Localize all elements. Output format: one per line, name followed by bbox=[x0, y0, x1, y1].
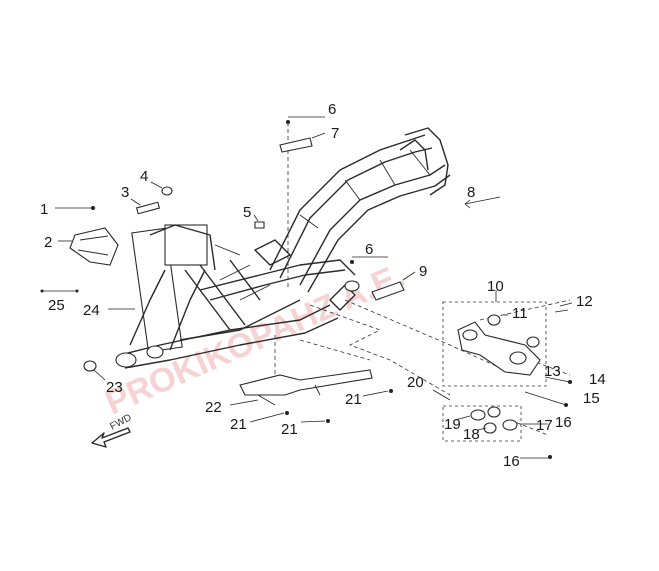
callout-labels: 1 2 3 4 5 6 7 8 6 9 10 11 12 13 14 15 16… bbox=[40, 101, 606, 470]
callout-16b: 16 bbox=[503, 453, 520, 470]
bolt-12 bbox=[554, 309, 569, 313]
damper-23 bbox=[83, 360, 97, 372]
bushing-group bbox=[442, 405, 522, 442]
strip-25 bbox=[40, 289, 79, 293]
engine-hanger-assembly bbox=[442, 301, 547, 387]
callout-13: 13 bbox=[544, 363, 561, 380]
callout-25: 25 bbox=[48, 297, 65, 314]
main-frame bbox=[115, 127, 451, 369]
bolt-13 bbox=[544, 376, 572, 384]
callout-15: 15 bbox=[583, 390, 600, 407]
callout-9: 9 bbox=[419, 263, 427, 280]
callout-5: 5 bbox=[243, 204, 251, 221]
callout-19: 19 bbox=[444, 416, 461, 433]
callout-6: 6 bbox=[328, 101, 336, 118]
callout-14: 14 bbox=[589, 371, 606, 388]
callout-4: 4 bbox=[140, 168, 148, 185]
clamp-9 bbox=[344, 280, 405, 301]
callout-21c: 21 bbox=[281, 421, 298, 438]
callout-7: 7 bbox=[331, 125, 339, 142]
bracket-7 bbox=[279, 137, 313, 153]
screw-16 bbox=[548, 455, 552, 459]
callout-8: 8 bbox=[467, 184, 475, 201]
callout-17: 17 bbox=[536, 417, 553, 434]
callout-18: 18 bbox=[463, 426, 480, 443]
center-stand bbox=[239, 369, 393, 423]
callout-1: 1 bbox=[40, 201, 48, 218]
callout-16: 16 bbox=[555, 414, 572, 431]
callout-2: 2 bbox=[44, 234, 52, 251]
bracket-plate-3 bbox=[135, 201, 161, 215]
callout-11: 11 bbox=[512, 305, 528, 322]
callout-24: 24 bbox=[83, 302, 100, 319]
leader-lines bbox=[55, 116, 573, 459]
callout-20: 20 bbox=[407, 374, 424, 391]
callout-21a: 21 bbox=[345, 391, 362, 408]
callout-3: 3 bbox=[121, 184, 129, 201]
rod-8 bbox=[464, 196, 501, 209]
bolt-15 bbox=[524, 391, 568, 407]
bolt-5 bbox=[254, 221, 265, 229]
nut-4 bbox=[161, 186, 173, 196]
callout-12: 12 bbox=[576, 293, 593, 310]
side-stand-bracket bbox=[69, 227, 119, 266]
callout-23: 23 bbox=[106, 379, 123, 396]
callout-6b: 6 bbox=[365, 241, 373, 258]
callout-10: 10 bbox=[487, 278, 504, 295]
callout-22: 22 bbox=[205, 399, 222, 416]
callout-21b: 21 bbox=[230, 416, 247, 433]
